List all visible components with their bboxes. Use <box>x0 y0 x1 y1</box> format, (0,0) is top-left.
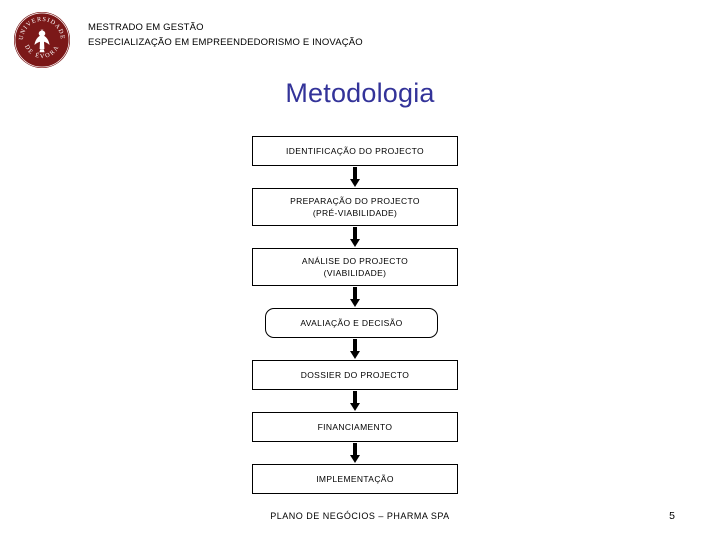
flow-node-dossier[interactable]: DOSSIER DO PROJECTO <box>252 360 458 390</box>
seal-artwork: UNIVERSIDADE DE ÉVORA <box>14 12 70 68</box>
flow-node-label: ANÁLISE DO PROJECTO <box>301 256 409 266</box>
arrow-down-icon <box>252 390 458 412</box>
arrow-head <box>350 239 360 247</box>
arrow-shaft <box>353 339 357 352</box>
page-title: Metodologia <box>285 78 435 108</box>
flow-node-sublabel: (VIABILIDADE) <box>323 268 387 278</box>
arrow-down-icon <box>252 286 458 308</box>
flow-node-label: PREPARAÇÃO DO PROJECTO <box>290 196 420 206</box>
arrow-down-icon <box>252 442 458 464</box>
flow-node-implementacao[interactable]: IMPLEMENTAÇÃO <box>252 464 458 494</box>
arrow-down-icon <box>252 166 458 188</box>
arrow-head <box>350 179 360 187</box>
flow-node-avaliacao[interactable]: AVALIAÇÃO E DECISÃO <box>265 308 438 338</box>
flow-node-identificacao[interactable]: IDENTIFICAÇÃO DO PROJECTO <box>252 136 458 166</box>
arrow-head <box>350 403 360 411</box>
flow-node-label: AVALIAÇÃO E DECISÃO <box>300 318 403 328</box>
flow-node-label: IDENTIFICAÇÃO DO PROJECTO <box>286 146 424 156</box>
arrow-shaft <box>353 443 357 456</box>
arrow-shaft <box>353 167 357 180</box>
program-line-1: MESTRADO EM GESTÃO <box>88 22 204 33</box>
flow-node-sublabel: (PRÉ-VIABILIDADE) <box>312 208 398 218</box>
flow-node-financiamento[interactable]: FINANCIAMENTO <box>252 412 458 442</box>
slide-header: UNIVERSIDADE DE ÉVORA MESTRADO EM GESTÃO… <box>0 0 720 72</box>
program-line-2: ESPECIALIZAÇÃO EM EMPREENDEDORISMO E INO… <box>88 37 363 48</box>
arrow-shaft <box>353 391 357 404</box>
page-number: 5 <box>669 510 675 522</box>
arrow-down-icon <box>252 338 458 360</box>
flow-node-preparacao[interactable]: PREPARAÇÃO DO PROJECTO (PRÉ-VIABILIDADE) <box>252 188 458 226</box>
arrow-shaft <box>353 227 357 240</box>
methodology-flowchart: IDENTIFICAÇÃO DO PROJECTO PREPARAÇÃO DO … <box>252 136 458 494</box>
flow-node-label: DOSSIER DO PROJECTO <box>300 370 410 380</box>
arrow-down-icon <box>252 226 458 248</box>
arrow-head <box>350 351 360 359</box>
arrow-head <box>350 299 360 307</box>
flow-node-label: FINANCIAMENTO <box>317 422 393 432</box>
arrow-shaft <box>353 287 357 300</box>
footer-title: PLANO DE NEGÓCIOS – PHARMA SPA <box>270 511 450 521</box>
flow-node-label: IMPLEMENTAÇÃO <box>316 474 394 484</box>
university-of-evora-seal-icon: UNIVERSIDADE DE ÉVORA <box>11 9 73 71</box>
flow-node-analise[interactable]: ANÁLISE DO PROJECTO (VIABILIDADE) <box>252 248 458 286</box>
program-title-block: MESTRADO EM GESTÃO ESPECIALIZAÇÃO EM EMP… <box>88 20 363 50</box>
arrow-head <box>350 455 360 463</box>
